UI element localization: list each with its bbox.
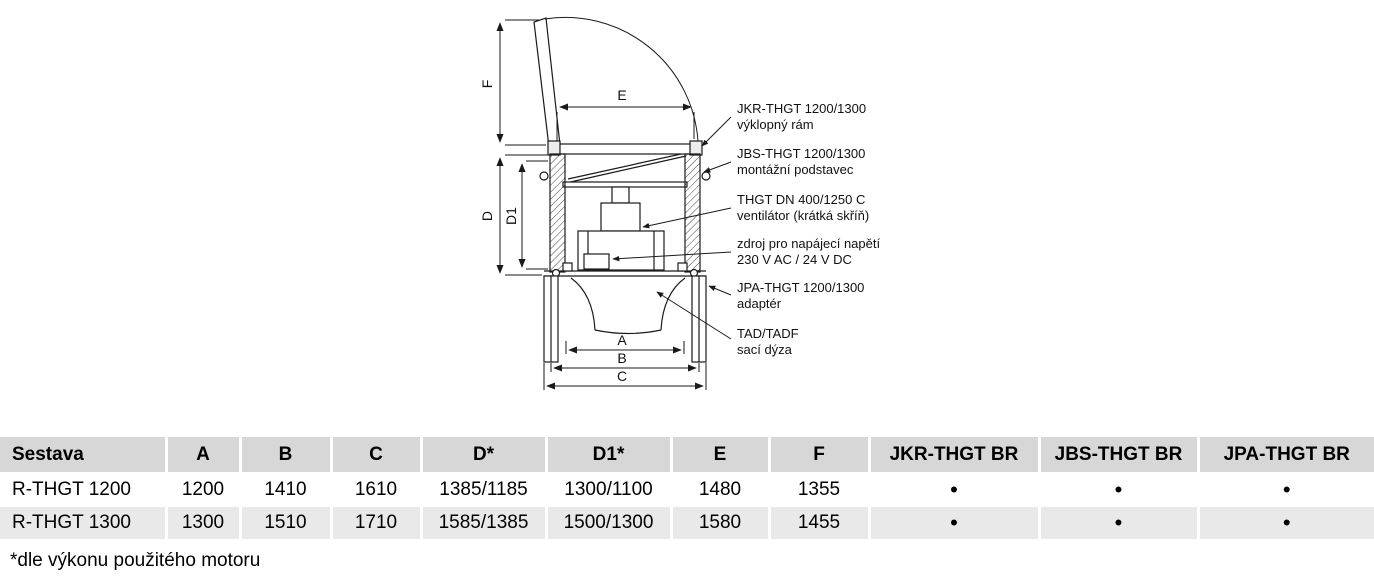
row-label: R-THGT 1300	[0, 506, 168, 539]
cell-a: 1200	[166, 473, 242, 507]
cell-jpa-bullet: •	[1198, 473, 1374, 507]
callout-leaders	[612, 116, 732, 340]
col-header-e: E	[671, 437, 771, 474]
callout-jkr-line2: výklopný rám	[737, 117, 814, 132]
callout-tad-line2: sací dýza	[737, 342, 793, 357]
cell-d1: 1300/1100	[546, 473, 673, 507]
cell-jkr-bullet: •	[869, 473, 1041, 507]
cell-f: 1355	[769, 473, 871, 507]
dimensions-table: Sestava A B C D* D1* E F JKR-THGT BR JBS…	[0, 437, 1374, 539]
cell-f: 1455	[769, 506, 871, 539]
callout-labels: JKR-THGT 1200/1300 výklopný rám JBS-THGT…	[737, 101, 880, 357]
col-header-d1: D1*	[546, 437, 673, 474]
bottom-flange	[544, 262, 706, 278]
col-header-jpa: JPA-THGT BR	[1198, 437, 1374, 474]
cell-d: 1385/1185	[421, 473, 548, 507]
dim-label-b: B	[617, 350, 626, 366]
cell-d: 1585/1385	[421, 506, 548, 539]
col-header-c: C	[331, 437, 423, 474]
cell-a: 1300	[166, 506, 242, 539]
cell-e: 1480	[671, 473, 771, 507]
cell-jbs-bullet: •	[1039, 473, 1200, 507]
table-row: R-THGT 1300 1300 1510 1710 1585/1385 150…	[0, 506, 1374, 539]
callout-jkr-line1: JKR-THGT 1200/1300	[737, 101, 866, 116]
dim-label-d: D	[479, 211, 495, 221]
callout-thgt-line1: THGT DN 400/1250 C	[737, 192, 865, 207]
cell-jbs-bullet: •	[1039, 506, 1200, 539]
tilting-frame	[547, 140, 703, 188]
fan-assembly-diagram: E F D D1 A B C JKR-THGT 1200/1300 výklop…	[479, 16, 880, 390]
cell-jkr-bullet: •	[869, 506, 1041, 539]
col-header-sestava: Sestava	[0, 437, 168, 474]
open-lid	[533, 16, 699, 148]
col-header-jkr: JKR-THGT BR	[869, 437, 1041, 474]
dim-label-a: A	[617, 332, 627, 348]
callout-jpa-line1: JPA-THGT 1200/1300	[737, 280, 864, 295]
callout-thgt-line2: ventilátor (krátká skříň)	[737, 208, 869, 223]
cell-e: 1580	[671, 506, 771, 539]
table-header-row: Sestava A B C D* D1* E F JKR-THGT BR JBS…	[0, 437, 1374, 474]
inlet-nozzle	[570, 277, 686, 335]
assembly-drawing: E F D D1 A B C JKR-THGT 1200/1300 výklop…	[479, 16, 880, 390]
col-header-d: D*	[421, 437, 548, 474]
callout-jbs-line1: JBS-THGT 1200/1300	[737, 146, 865, 161]
col-header-a: A	[166, 437, 242, 474]
dimension-lines	[496, 19, 707, 390]
cell-jpa-bullet: •	[1198, 506, 1374, 539]
cell-b: 1410	[240, 473, 333, 507]
cell-c: 1610	[331, 473, 423, 507]
fan-unit	[577, 186, 665, 271]
dimension-labels: E F D D1 A B C	[479, 80, 627, 384]
mounting-base-walls	[539, 153, 711, 273]
col-header-jbs: JBS-THGT BR	[1039, 437, 1200, 474]
callout-power-line2: 230 V AC / 24 V DC	[737, 252, 852, 267]
callout-jpa-line2: adaptér	[737, 296, 782, 311]
cell-b: 1510	[240, 506, 333, 539]
table-row: R-THGT 1200 1200 1410 1610 1385/1185 130…	[0, 473, 1374, 507]
dim-label-c: C	[617, 368, 627, 384]
footnote: *dle výkonu použitého motoru	[10, 550, 261, 571]
dim-label-d1: D1	[503, 207, 519, 225]
dim-label-e: E	[617, 87, 626, 103]
dim-label-f: F	[479, 80, 495, 89]
row-label: R-THGT 1200	[0, 473, 168, 507]
cell-d1: 1500/1300	[546, 506, 673, 539]
callout-power-line1: zdroj pro napájecí napětí	[737, 236, 880, 251]
callout-tad-line1: TAD/TADF	[737, 326, 799, 341]
callout-jbs-line2: montážní podstavec	[737, 162, 854, 177]
power-supply-box	[583, 253, 610, 270]
cell-c: 1710	[331, 506, 423, 539]
col-header-f: F	[769, 437, 871, 474]
col-header-b: B	[240, 437, 333, 474]
